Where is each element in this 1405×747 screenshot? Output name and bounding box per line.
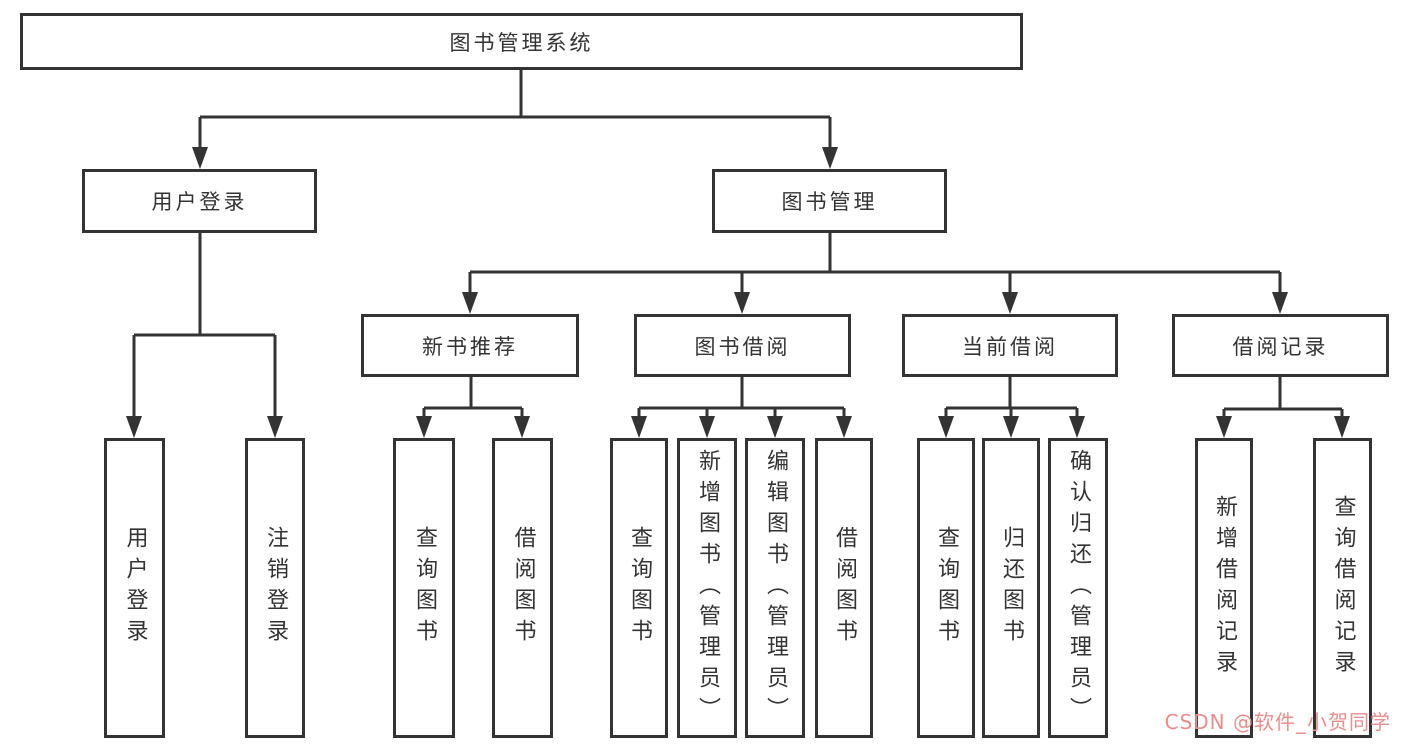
leaf-return-books: 归还图书 [982,438,1040,738]
leaf-query-books-borrow: 查询图书 [610,438,668,738]
leaf-edit-book-admin: 编辑图书（管理员） [745,438,805,738]
leaf-query-books-current: 查询图书 [917,438,975,738]
leaf-add-borrow-record: 新增借阅记录 [1195,438,1253,738]
node-library-management-system: 图书管理系统 [20,13,1023,70]
leaf-query-borrow-record: 查询借阅记录 [1313,438,1372,738]
node-current-borrow: 当前借阅 [902,314,1118,377]
node-borrow-records: 借阅记录 [1172,314,1389,377]
leaf-borrow-books-recommend: 借阅图书 [492,438,553,738]
leaf-confirm-return-admin: 确认归还（管理员） [1048,438,1108,738]
leaf-logout: 注销登录 [245,438,305,738]
node-user-login: 用户登录 [82,169,317,233]
node-book-management: 图书管理 [712,169,947,233]
leaf-add-book-admin: 新增图书（管理员） [677,438,737,738]
arrowheads [126,147,1350,438]
csdn-watermark: CSDN @软件_小贺同学 [1164,710,1391,734]
leaf-borrow-books: 借阅图书 [815,438,873,738]
leaf-query-books-recommend: 查询图书 [393,438,455,738]
leaf-user-login: 用户登录 [104,438,165,738]
node-new-book-recommend: 新书推荐 [361,314,579,377]
node-book-borrow: 图书借阅 [634,314,851,377]
